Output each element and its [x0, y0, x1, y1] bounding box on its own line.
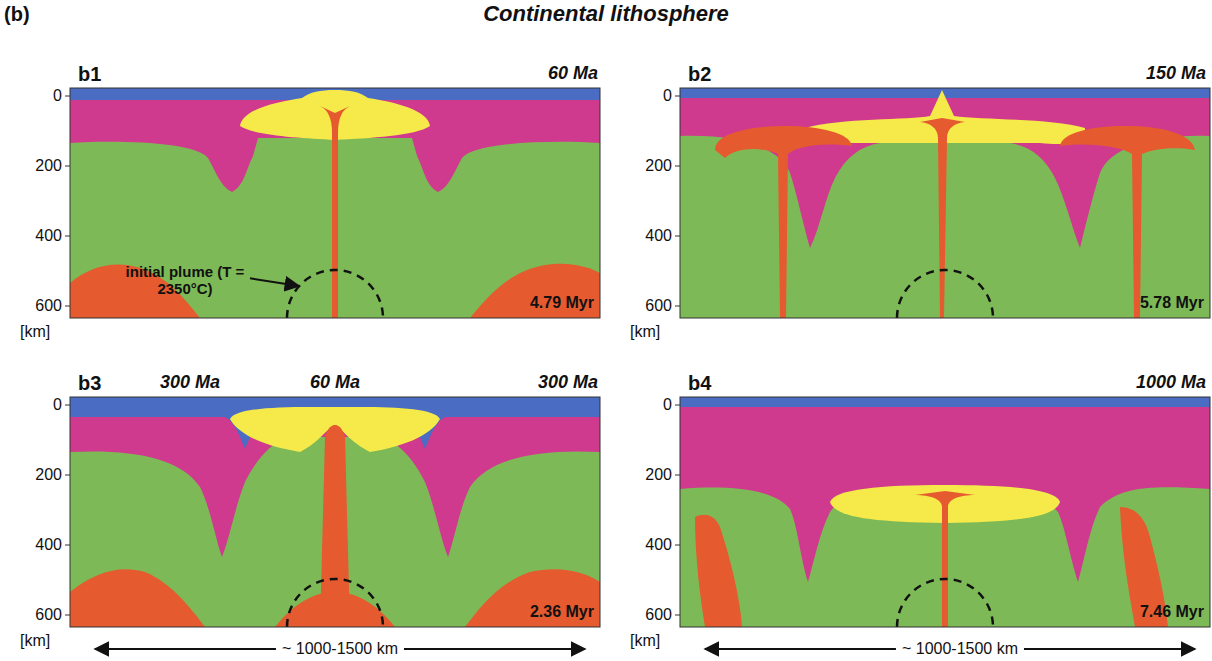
time-label: 2.36 Myr: [530, 603, 594, 621]
depth-tick: 600: [645, 606, 672, 624]
depth-unit: [km]: [20, 632, 50, 650]
scale-label: ~ 1000-1500 km: [896, 640, 1024, 658]
model-region: [695, 515, 742, 627]
time-label: 7.46 Myr: [1140, 603, 1204, 621]
depth-tick: 0: [53, 396, 62, 414]
model-region: [920, 118, 965, 318]
initial-plume-outline: [897, 579, 993, 627]
axis-tick-mark: [65, 545, 70, 546]
depth-tick: 600: [35, 606, 62, 624]
depth-tick: 0: [663, 396, 672, 414]
model-region: [470, 264, 600, 318]
axis-tick-mark: [675, 405, 680, 406]
initial-plume-outline: [287, 579, 383, 627]
panel-label: b4: [688, 372, 711, 394]
depth-tick: 400: [35, 536, 62, 554]
axis-tick-mark: [675, 306, 680, 307]
mantle-region: [70, 88, 600, 318]
panel-frame: [70, 88, 600, 318]
figure-title: Continental lithosphere: [483, 2, 729, 26]
depth-tick: 400: [645, 536, 672, 554]
time-label: 5.78 Myr: [1140, 294, 1204, 312]
depth-unit: [km]: [630, 323, 660, 341]
initial-plume-outline: [897, 270, 993, 318]
model-panel: [675, 397, 1210, 627]
age-label: 60 Ma: [548, 64, 598, 84]
axis-tick-mark: [675, 615, 680, 616]
axis-tick-mark: [65, 166, 70, 167]
axis-tick-mark: [675, 475, 680, 476]
model-region: [715, 126, 852, 318]
depth-tick: 400: [35, 227, 62, 245]
age-label: 300 Ma: [160, 373, 220, 393]
depth-tick: 600: [35, 297, 62, 315]
axis-tick-mark: [65, 615, 70, 616]
age-label: 300 Ma: [538, 373, 598, 393]
model-region: [320, 106, 350, 318]
panel-frame: [680, 397, 1210, 627]
age-label: 1000 Ma: [1136, 373, 1206, 393]
panel-frame: [70, 397, 600, 627]
annotation: initial plume (T = 2350°C): [125, 264, 245, 297]
panel-label: b2: [688, 63, 711, 85]
age-label: 150 Ma: [1146, 64, 1206, 84]
depth-tick: 200: [645, 466, 672, 484]
depth-unit: [km]: [20, 323, 50, 341]
time-label: 4.79 Myr: [530, 294, 594, 312]
model-region: [465, 569, 600, 627]
axis-tick-mark: [675, 166, 680, 167]
age-label: 60 Ma: [310, 373, 360, 393]
figure-letter: (b): [4, 3, 30, 25]
depth-tick: 200: [35, 466, 62, 484]
depth-unit: [km]: [630, 632, 660, 650]
depth-tick: 200: [35, 157, 62, 175]
model-region: [1060, 126, 1195, 318]
initial-plume-outline: [287, 270, 383, 318]
scale-label: ~ 1000-1500 km: [276, 640, 404, 658]
depth-tick: 600: [645, 297, 672, 315]
model-panel: [675, 88, 1210, 318]
axis-tick-mark: [65, 96, 70, 97]
axis-tick-mark: [65, 236, 70, 237]
model-region: [915, 491, 975, 627]
depth-tick: 0: [663, 87, 672, 105]
depth-tick: 0: [53, 87, 62, 105]
axis-tick-mark: [675, 236, 680, 237]
leader-arrow: [250, 278, 299, 286]
depth-tick: 200: [645, 157, 672, 175]
axis-tick-mark: [675, 96, 680, 97]
model-panel: [65, 88, 600, 318]
axis-tick-mark: [675, 545, 680, 546]
model-region: [275, 592, 395, 627]
axis-tick-mark: [65, 475, 70, 476]
model-panel: [65, 397, 600, 627]
panel-label: b1: [78, 63, 101, 85]
model-region: [70, 569, 205, 627]
depth-tick: 400: [645, 227, 672, 245]
mantle-region: [680, 397, 1210, 627]
axis-tick-mark: [65, 306, 70, 307]
axis-tick-mark: [65, 405, 70, 406]
mantle-region: [680, 88, 1210, 318]
panel-frame: [680, 88, 1210, 318]
model-region: [680, 397, 1210, 407]
mantle-region: [70, 397, 600, 627]
panel-label: b3: [78, 372, 101, 394]
